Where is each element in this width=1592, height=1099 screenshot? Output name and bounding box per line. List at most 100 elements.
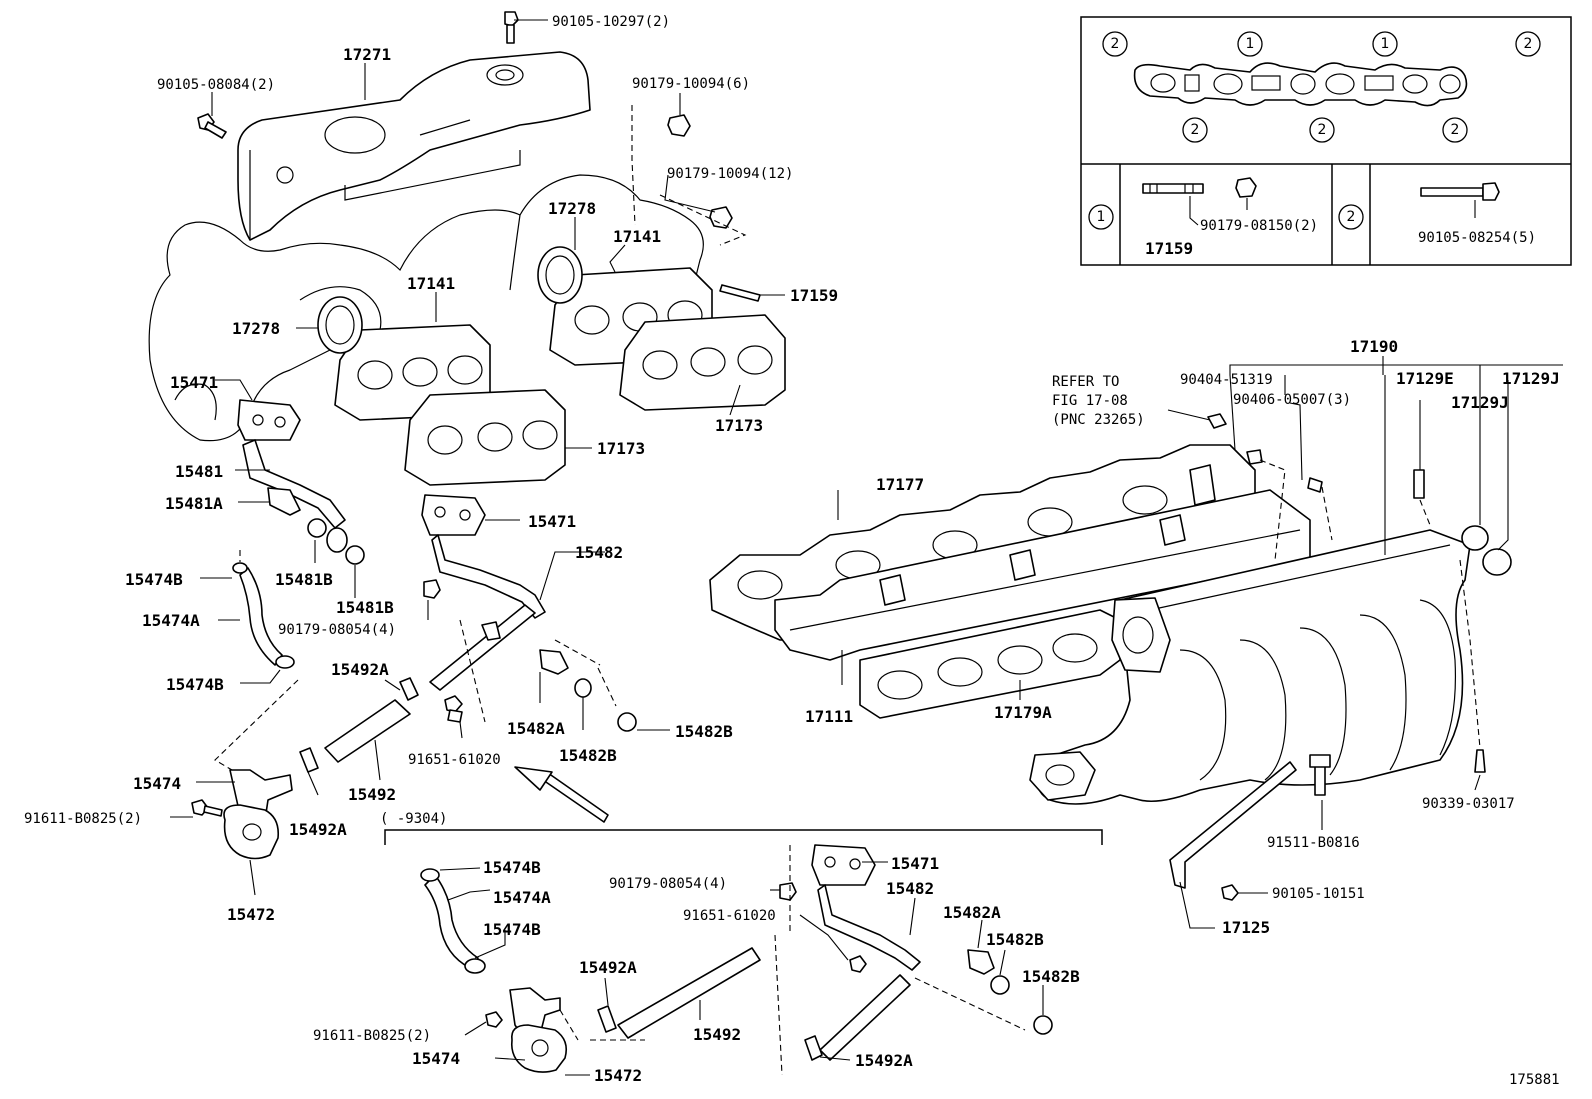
plug-17129J-a [1461, 525, 1489, 551]
bolt-91511-B0816 [1309, 754, 1331, 796]
labels: 17271 90105-10297(2) 90105-08084(2) 9017… [24, 14, 1560, 1088]
intake-gasket-17179A [859, 609, 1121, 719]
nut-90179-10094-6 [667, 114, 691, 137]
label-17173: 17173 [715, 416, 763, 435]
label-15474: 15474 [412, 1049, 460, 1068]
label-15492A: 15492A [855, 1051, 913, 1070]
stay-17125 [1169, 761, 1297, 889]
bolt-90105-10151 [1221, 884, 1239, 901]
stud-17129E [1413, 469, 1425, 499]
exhaust-gasket-17173-right [619, 314, 786, 411]
label-9304: ( -9304) [380, 811, 447, 827]
label-17190: 17190 [1350, 337, 1398, 356]
label-15474B: 15474B [166, 675, 224, 694]
label-90404-51319: 90404-51319 [1180, 372, 1273, 388]
bolt-90406-05007 [1307, 477, 1323, 493]
bolt-90105-08084 [197, 113, 227, 139]
intake-manifold-17190 [1029, 529, 1471, 805]
label-15474B: 15474B [125, 570, 183, 589]
bolt-90404-51319 [1246, 449, 1263, 465]
label-15481A: 15481A [165, 494, 223, 513]
label-90179-08150: 90179-08150(2) [1200, 218, 1318, 234]
label-15482B: 15482B [986, 930, 1044, 949]
label-90339-03017: 90339-03017 [1422, 796, 1515, 812]
label-17129J: 17129J [1451, 393, 1509, 412]
marker-1-icon: 1 [1088, 204, 1114, 230]
marker-2-icon: 2 [1338, 204, 1364, 230]
svg-text:2: 2 [1451, 122, 1460, 138]
label-17129J: 17129J [1502, 369, 1560, 388]
water-pipe-assembly-center [299, 494, 637, 823]
label-90105-08084: 90105-08084(2) [157, 77, 275, 93]
engine-cover-17271 [237, 51, 591, 241]
water-outlet-assembly-left [191, 399, 365, 860]
label-17271: 17271 [343, 45, 391, 64]
gasket-inset [1080, 16, 1572, 266]
label-15492: 15492 [348, 785, 396, 804]
svg-text:1: 1 [1246, 36, 1255, 52]
label-15481: 15481 [175, 462, 223, 481]
label-90406-05007: 90406-05007(3) [1233, 392, 1351, 408]
intake-plenum-17111 [774, 464, 1311, 661]
ring-17278-right [537, 246, 583, 304]
label-91611-B0825: 91611-B0825(2) [313, 1028, 431, 1044]
label-15492A: 15492A [579, 958, 637, 977]
label-15471: 15471 [891, 854, 939, 873]
label-90179-10094-12: 90179-10094(12) [667, 166, 793, 182]
label-15482B: 15482B [1022, 967, 1080, 986]
label-15474: 15474 [133, 774, 181, 793]
label-90179-08054: 90179-08054(4) [278, 622, 396, 638]
label-90105-10297: 90105-10297(2) [552, 14, 670, 30]
label-15471: 15471 [528, 512, 576, 531]
ring-17278-left [317, 296, 363, 354]
label-reference-number: 175881 [1509, 1072, 1560, 1088]
label-15472: 15472 [227, 905, 275, 924]
bolt-90105-10297 [504, 11, 519, 44]
label-17173: 17173 [597, 439, 645, 458]
svg-text:2: 2 [1111, 36, 1120, 52]
label-17129E: 17129E [1396, 369, 1454, 388]
label-17159: 17159 [1145, 239, 1193, 258]
leader-lines [170, 19, 1563, 1076]
svg-text:2: 2 [1347, 209, 1356, 225]
label-15482: 15482 [575, 543, 623, 562]
marker-1-icon: 1 [1237, 31, 1263, 57]
svg-text:2: 2 [1524, 36, 1533, 52]
label-90179-08054: 90179-08054(4) [609, 876, 727, 892]
label-17177: 17177 [876, 475, 924, 494]
label-17159: 17159 [790, 286, 838, 305]
label-15482B: 15482B [559, 746, 617, 765]
svg-text:1: 1 [1381, 36, 1390, 52]
marker-1-icon: 1 [1372, 31, 1398, 57]
label-91511-B0816: 91511-B0816 [1267, 835, 1360, 851]
label-15471: 15471 [170, 373, 218, 392]
inset-markers: 2 1 1 2 2 2 2 1 2 [1088, 31, 1541, 230]
label-15474A: 15474A [142, 611, 200, 630]
label-17125: 17125 [1222, 918, 1270, 937]
alternate-assembly-9304 [384, 829, 1103, 1076]
label-17111: 17111 [805, 707, 853, 726]
label-91611-B0825: 91611-B0825(2) [24, 811, 142, 827]
label-15474B: 15474B [483, 920, 541, 939]
marker-2-icon: 2 [1442, 117, 1468, 143]
marker-2-icon: 2 [1102, 31, 1128, 57]
label-15482A: 15482A [943, 903, 1001, 922]
marker-2-icon: 2 [1309, 117, 1335, 143]
label-15492A: 15492A [289, 820, 347, 839]
plug-90339-03017 [1474, 749, 1486, 773]
label-refer-1: REFER TO [1052, 374, 1119, 390]
label-90105-08254: 90105-08254(5) [1418, 230, 1536, 246]
label-17278: 17278 [232, 319, 280, 338]
label-91651-61020: 91651-61020 [408, 752, 501, 768]
label-90105-10151: 90105-10151 [1272, 886, 1365, 902]
label-15482: 15482 [886, 879, 934, 898]
label-15482B: 15482B [675, 722, 733, 741]
label-15474A: 15474A [493, 888, 551, 907]
nut-90179-10094-12 [709, 206, 733, 229]
label-17141: 17141 [613, 227, 661, 246]
marker-2-icon: 2 [1182, 117, 1208, 143]
label-17278: 17278 [548, 199, 596, 218]
stud-17159 [719, 284, 761, 302]
label-17141: 17141 [407, 274, 455, 293]
